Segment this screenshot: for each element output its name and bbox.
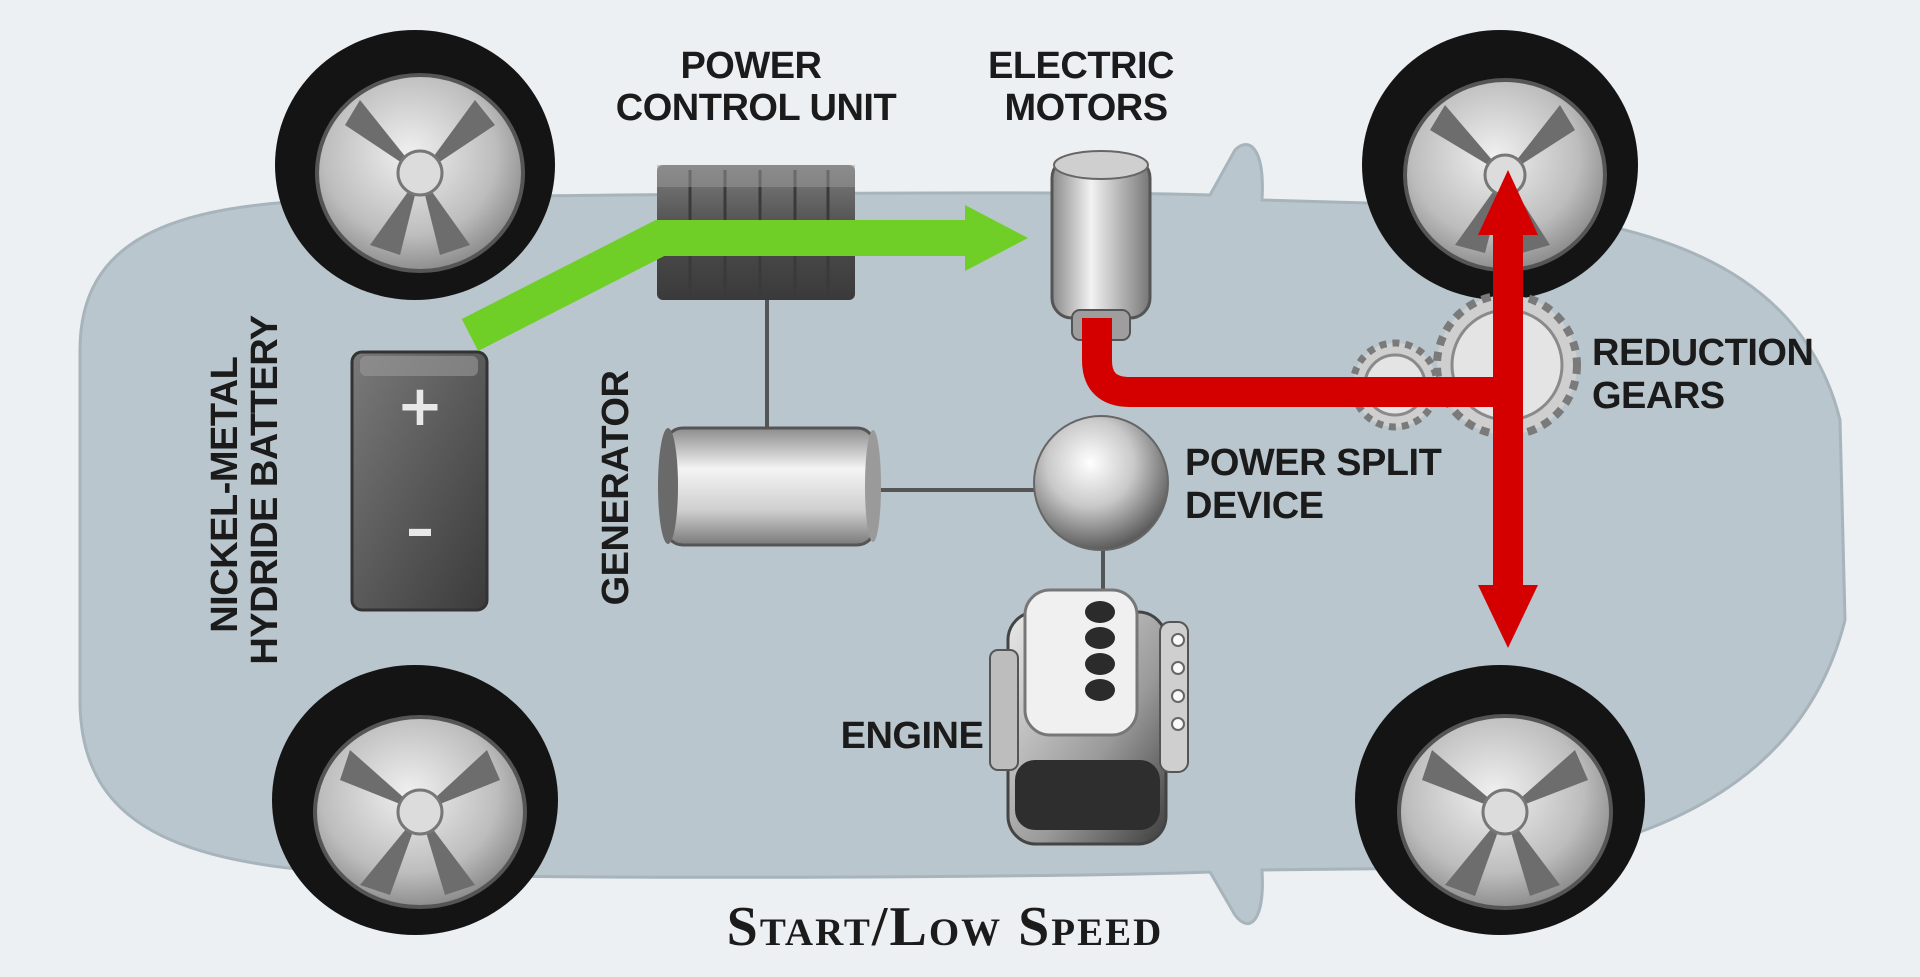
wheel-front-right-icon [1362, 30, 1638, 300]
diagram-caption: Start/Low Speed [727, 896, 1164, 958]
electric-flow-arrow [461, 205, 1028, 352]
generator-label: GENERATOR [595, 371, 637, 606]
mechanical-flow-arrow [1082, 225, 1523, 590]
engine-label: ENGINE [841, 715, 984, 757]
battery-label: NICKEL-METAL HYDRIDE BATTERY [204, 315, 286, 664]
mechanical-arrow-head-up [1478, 170, 1538, 235]
reduction-gears-label: REDUCTION GEARS [1592, 332, 1823, 417]
battery-icon: + – [350, 350, 489, 612]
wheel-front-left-icon [275, 30, 555, 300]
electric-motors-label: ELECTRIC MOTORS [988, 45, 1184, 129]
power-split-device-label: POWER SPLIT DEVICE [1185, 442, 1451, 527]
mechanical-arrow-head-down [1478, 585, 1538, 648]
wheel-rear-right-icon [1355, 665, 1645, 935]
battery-minus-sign: – [406, 497, 434, 562]
battery-plus-sign: + [397, 374, 444, 439]
power-control-unit-label: POWER CONTROL UNIT [616, 45, 897, 129]
generator-icon [658, 426, 881, 547]
wheel-rear-left-icon [272, 665, 558, 935]
engine-icon [989, 588, 1189, 846]
power-split-device-icon [1033, 415, 1169, 551]
electric-motor-icon [1050, 150, 1152, 341]
